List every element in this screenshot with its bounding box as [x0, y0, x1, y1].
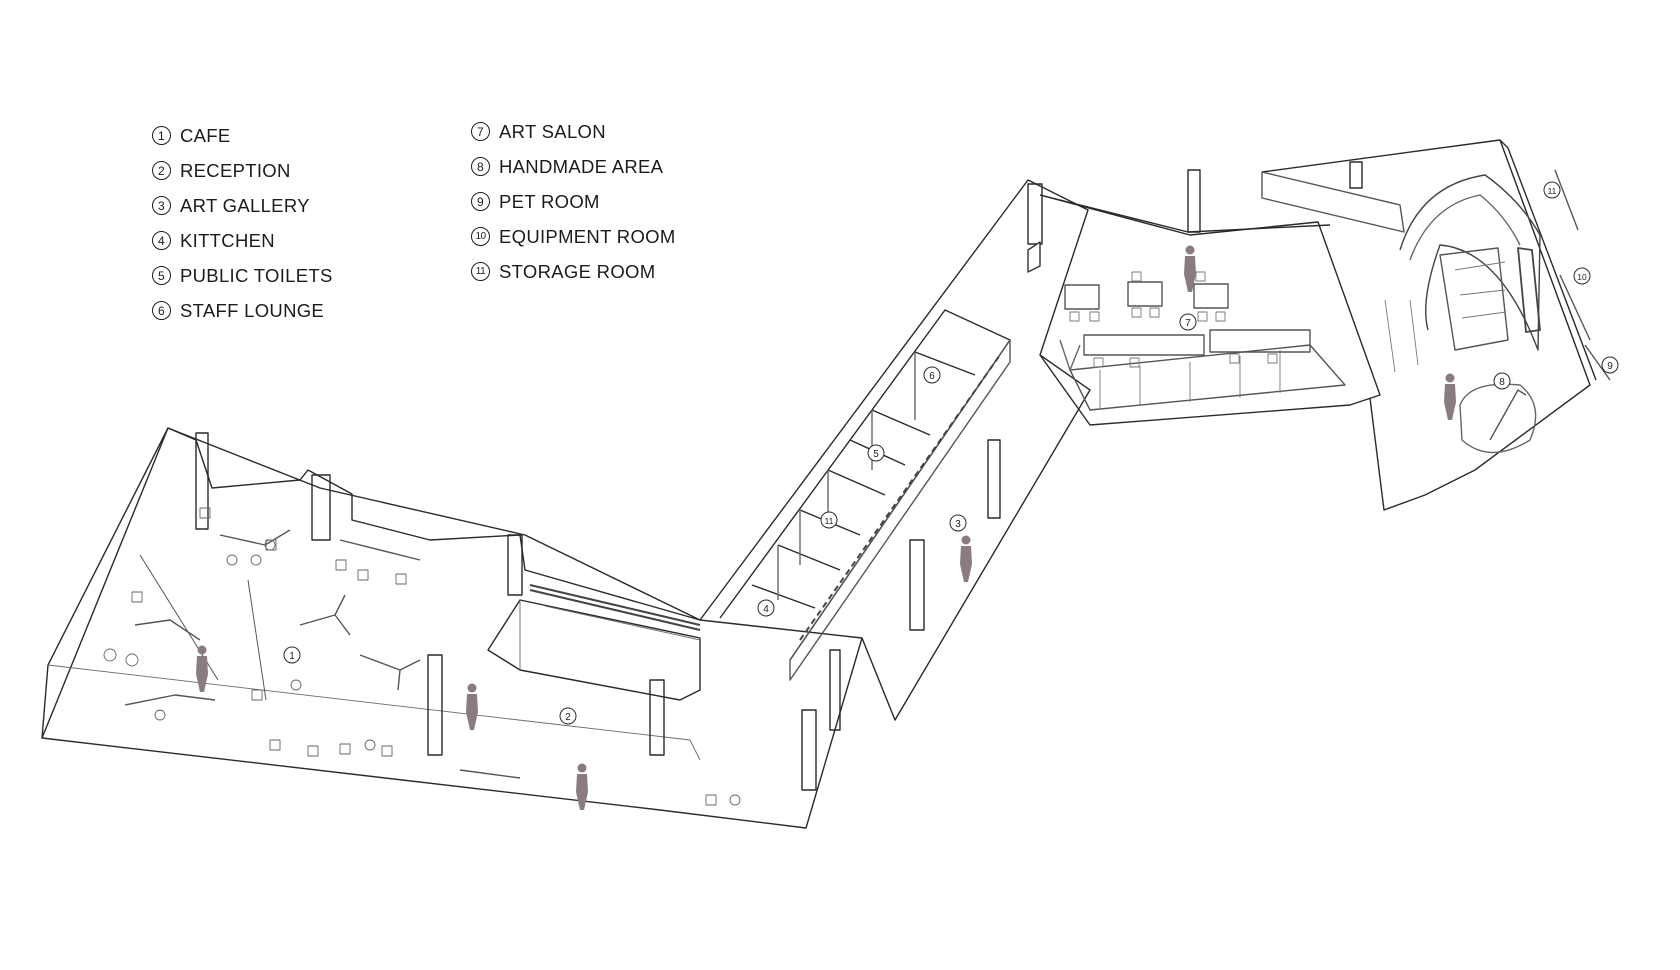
legend-number: 7 — [471, 122, 490, 141]
floor-outline-handmade — [1261, 139, 1591, 511]
marker-pet-room: 9 — [1601, 356, 1619, 374]
marker-handmade-area: 8 — [1493, 372, 1511, 390]
legend-item-staff-lounge: 6 STAFF LOUNGE — [152, 293, 333, 328]
column — [1027, 183, 1043, 245]
marker-kitchen: 4 — [757, 599, 775, 617]
column — [649, 679, 665, 756]
marker-storage-room: 11 — [820, 511, 838, 529]
svg-text:11: 11 — [825, 516, 834, 526]
legend-item-public-toilets: 5 PUBLIC TOILETS — [152, 258, 333, 293]
marker-cafe: 1 — [283, 646, 301, 664]
legend-item-equipment-room: 10 EQUIPMENT ROOM — [471, 219, 676, 254]
floor-outline-cafe — [41, 427, 863, 829]
svg-text:9: 9 — [1607, 361, 1613, 372]
column — [829, 649, 841, 731]
legend-label: KITTCHEN — [180, 229, 275, 251]
person-figure — [1444, 373, 1456, 420]
column — [909, 539, 925, 631]
legend-label: EQUIPMENT ROOM — [499, 225, 676, 247]
salon-glazing — [1069, 344, 1346, 411]
legend-number: 1 — [152, 126, 171, 145]
marker-art-salon: 7 — [1179, 313, 1197, 331]
column — [427, 654, 443, 756]
column — [1187, 169, 1201, 233]
legend-label: HANDMADE AREA — [499, 155, 664, 177]
curved-bench — [1399, 174, 1541, 351]
svg-text:10: 10 — [1577, 272, 1587, 282]
legend-item-art-salon: 7 ART SALON — [471, 114, 676, 149]
legend-number: 5 — [152, 266, 171, 285]
svg-text:8: 8 — [1499, 377, 1505, 388]
svg-text:7: 7 — [1185, 318, 1191, 329]
legend-label: ART GALLERY — [180, 194, 310, 216]
svg-text:3: 3 — [955, 519, 961, 530]
column — [1349, 161, 1363, 189]
svg-text:4: 4 — [763, 604, 769, 615]
area-markers: 1 2 3 4 5 6 7 8 — [283, 181, 1619, 725]
front-edge — [47, 664, 701, 761]
svg-text:6: 6 — [929, 371, 935, 382]
column — [987, 439, 1001, 519]
marker-equipment-room: 10 — [1573, 267, 1591, 285]
legend-number: 8 — [471, 157, 490, 176]
salon-back-wall — [1039, 194, 1331, 233]
column — [801, 709, 817, 791]
legend-number: 3 — [152, 196, 171, 215]
svg-text:11: 11 — [1548, 186, 1557, 196]
column — [195, 432, 209, 530]
legend-item-art-gallery: 3 ART GALLERY — [152, 188, 333, 223]
legend-label: RECEPTION — [180, 159, 291, 181]
human-figures — [196, 245, 1456, 810]
legend-item-pet-room: 9 PET ROOM — [471, 184, 676, 219]
marker-reception: 2 — [559, 707, 577, 725]
person-figure — [196, 645, 208, 692]
legend-number: 6 — [152, 301, 171, 320]
marker-public-toilets: 5 — [867, 444, 885, 462]
legend-label: STAFF LOUNGE — [180, 299, 325, 321]
room-divider — [751, 351, 976, 609]
legend-label: CAFE — [180, 124, 231, 146]
legend-item-cafe: 1 CAFE — [152, 118, 333, 153]
svg-text:5: 5 — [873, 449, 879, 460]
legend-item-kitchen: 4 KITTCHEN — [152, 223, 333, 258]
legend-number: 4 — [152, 231, 171, 250]
legend-item-handmade-area: 8 HANDMADE AREA — [471, 149, 676, 184]
legend-label: PET ROOM — [499, 190, 600, 212]
handmade-right-wall — [1499, 139, 1597, 381]
legend-label: STORAGE ROOM — [499, 260, 656, 282]
floor-outline-salon — [1039, 194, 1381, 426]
legend-number: 2 — [152, 161, 171, 180]
person-figure — [466, 683, 478, 730]
legend-number: 10 — [471, 227, 490, 246]
legend-column-2: 7 ART SALON 8 HANDMADE AREA 9 PET ROOM 1… — [471, 114, 676, 289]
person-figure — [1184, 245, 1196, 292]
legend-item-reception: 2 RECEPTION — [152, 153, 333, 188]
marker-staff-lounge: 6 — [923, 366, 941, 384]
kitchen-shelf — [529, 584, 701, 631]
column — [311, 474, 331, 541]
svg-text:1: 1 — [289, 651, 295, 662]
person-figure — [960, 535, 972, 582]
svg-text:2: 2 — [565, 712, 571, 723]
legend-number: 11 — [471, 262, 490, 281]
legend-number: 9 — [471, 192, 490, 211]
marker-storage-room: 11 — [1543, 181, 1561, 199]
marker-art-gallery: 3 — [949, 514, 967, 532]
legend-label: ART SALON — [499, 120, 606, 142]
legend-item-storage-room: 11 STORAGE ROOM — [471, 254, 676, 289]
handmade-canopy — [1261, 171, 1405, 233]
side-counter — [1517, 247, 1541, 333]
legend-label: PUBLIC TOILETS — [180, 264, 333, 286]
back-wall-cafe — [167, 427, 701, 621]
legend-column-1: 1 CAFE 2 RECEPTION 3 ART GALLERY 4 KITTC… — [152, 118, 333, 328]
worktable — [1439, 247, 1509, 351]
column — [507, 534, 523, 596]
person-figure — [576, 763, 588, 810]
